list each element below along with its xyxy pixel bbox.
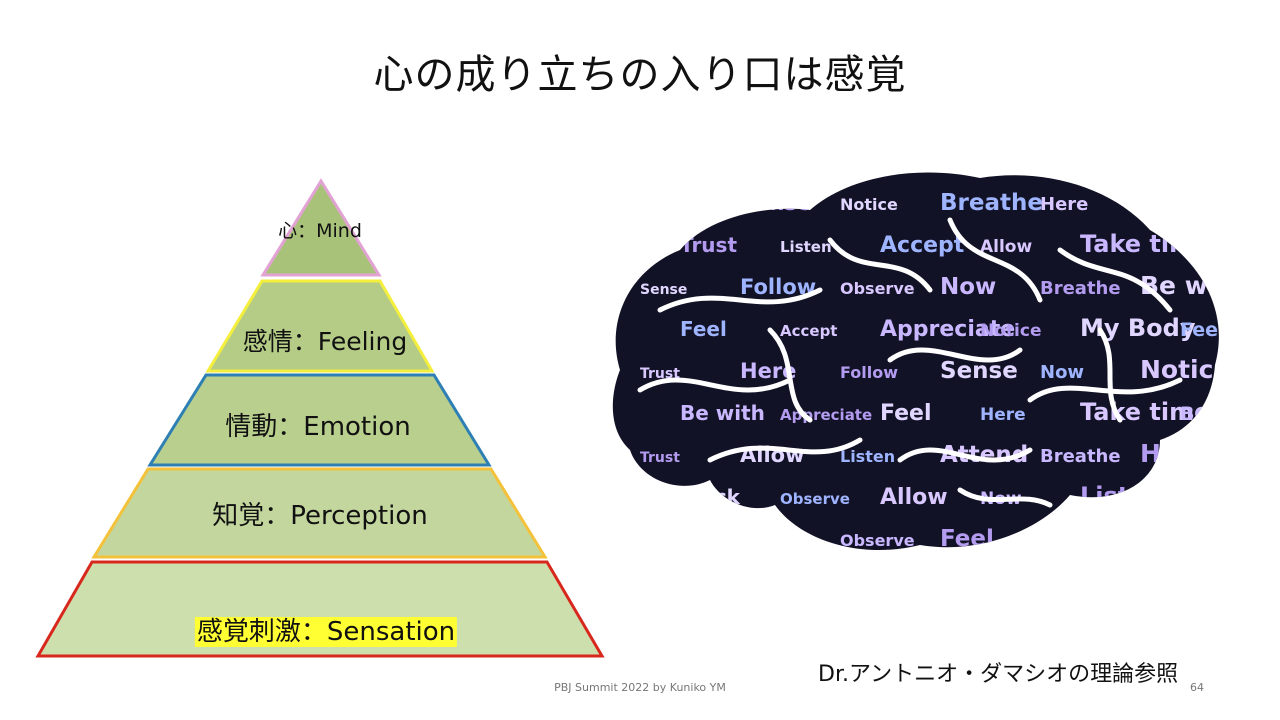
tier-label-mind-text: 心：Mind [278,220,362,242]
pyramid-tier-sensation [35,560,605,658]
brain-word: Here [1040,194,1088,215]
brain-word: Notice [840,195,898,214]
tier-label-mind: 心：Mind [278,216,362,243]
brain-word: Track [1140,187,1216,216]
brain-word: Listen [780,238,832,256]
brain-word: Track [680,485,741,509]
brain-word: Trust [1140,523,1211,552]
brain-folds [637,217,1183,508]
brain-word: Observe [780,490,850,508]
pyramid-tier-perception [91,467,548,559]
brain-word: Observe [840,279,915,298]
tier-label-perception: 知覚：Perception [212,495,427,532]
brain-word: Thank [1180,235,1230,257]
brain-word: Listen [840,447,895,466]
brain-word: Breathe [1040,446,1121,467]
page-number: 64 [1190,681,1204,694]
brain-silhouette [612,172,1219,551]
brain-word: Sense [640,282,687,298]
brain-word: Be with [680,401,765,425]
brain-word: Now [1040,362,1084,383]
tier-label-emotion: 情動：Emotion [225,406,410,443]
brain-word: Breathe [1040,278,1121,299]
brain-word: Here [980,405,1026,425]
brain-word: Attend [640,198,694,214]
brain-word: Allow [980,237,1032,257]
brain-word: Accept [880,233,965,258]
brain-word: Appreciate [880,317,1015,342]
tier-label-emotion-text: 情動：Emotion [225,412,411,442]
tier-label-feeling: 感情：Feeling [243,322,407,358]
brain-word: Now [940,274,996,300]
brain-word: Appreciate [780,406,872,424]
brain-word: Feel [880,401,932,426]
brain-word: Thank [640,534,689,550]
tier-label-perception-text: 知覚：Perception [212,501,428,531]
tier-label-sensation-text: 感覚刺激：Sensation [194,617,458,647]
pyramid-tier-feeling [205,279,435,373]
brain-word: Sense [740,191,811,215]
slide-title: 心の成り立ちの入り口は感覚 [373,52,907,98]
brain-word: Feel [1180,319,1225,341]
pyramid-diagram [35,178,605,658]
brain-word: Feel [940,526,994,552]
slide-footer: PBJ Summit 2022 by Kuniko YM [554,681,726,694]
brain-word: Sense [740,527,811,551]
theory-credit: Dr.アントニオ・ダマシオの理論参照 [818,662,1179,687]
brain-word: Accept [780,322,837,340]
brain-word: Listen [1080,482,1163,510]
brain-word: Observe [840,531,915,550]
tier-label-feeling-text: 感情：Feeling [242,327,408,356]
brain-word: Allow [880,485,948,510]
brain-word: Breathe [940,190,1043,216]
brain-word: My Body [1040,530,1127,551]
pyramid-tier-emotion [147,373,492,467]
pyramid-tier-mind [260,178,382,277]
tier-label-sensation: 感覚刺激：Sensation [194,611,458,648]
brain-word: Sense [940,358,1018,384]
brain-word: Follow [840,363,898,382]
brain-word: Trust [640,450,680,466]
brain-word: Take time [1080,230,1210,258]
brain-word: Notice [1140,355,1230,384]
brain-word: Feel [680,317,727,341]
brain-word: Here [1140,439,1207,468]
brain-word: Breathe [1180,403,1230,425]
brain-word: Take time [1080,398,1210,426]
brain-word: Now [1180,487,1227,509]
brain-word: Trust [680,233,737,257]
brain-word: Notice [980,321,1041,341]
brain-word: My Body [1080,314,1196,342]
